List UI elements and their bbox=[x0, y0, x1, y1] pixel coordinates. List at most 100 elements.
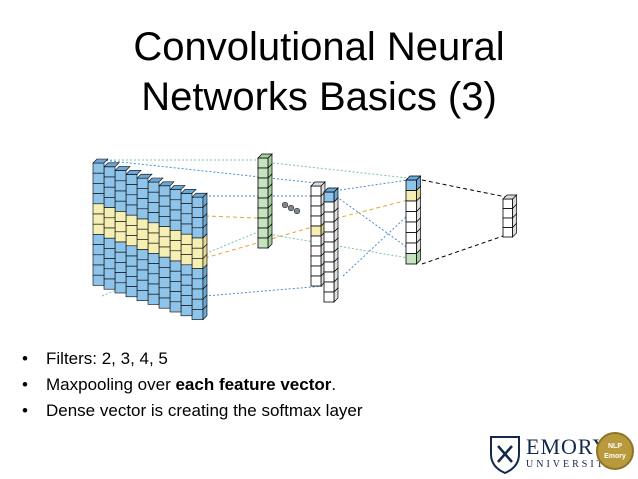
input-cell bbox=[180, 305, 193, 317]
input-cell bbox=[147, 232, 160, 244]
input-cell bbox=[125, 174, 138, 185]
input-cell bbox=[103, 258, 116, 270]
concat-cell bbox=[405, 211, 417, 223]
pooled-2-cell bbox=[323, 201, 335, 213]
pooled-2-cell bbox=[323, 251, 335, 263]
feature-map-cell-top bbox=[257, 153, 273, 159]
input-cell-side bbox=[202, 304, 208, 321]
bullet-text: Maxpooling over bbox=[46, 375, 176, 394]
feature-map-cell bbox=[257, 157, 269, 169]
input-cell bbox=[92, 223, 105, 235]
input-cell bbox=[147, 222, 160, 234]
input-cell bbox=[92, 213, 105, 225]
input-cell bbox=[147, 181, 160, 193]
slide-title-line-2: Networks Basics (3) bbox=[141, 75, 497, 119]
input-cell bbox=[147, 253, 160, 264]
ellipsis-dot bbox=[293, 207, 301, 215]
input-cell bbox=[180, 254, 193, 266]
input-cell bbox=[125, 245, 138, 257]
input-cell bbox=[158, 205, 171, 217]
input-cell bbox=[92, 274, 105, 286]
input-cell bbox=[103, 237, 116, 249]
input-cell bbox=[169, 230, 182, 241]
feature-map-cell bbox=[257, 167, 269, 179]
input-cell-top bbox=[136, 173, 153, 179]
input-cell bbox=[114, 231, 127, 243]
input-cell bbox=[147, 212, 160, 224]
input-cell bbox=[114, 241, 127, 253]
input-cell-top bbox=[147, 177, 164, 183]
badge-line-2: Emory bbox=[604, 453, 626, 460]
input-cell bbox=[191, 196, 204, 208]
input-cell bbox=[169, 219, 182, 231]
input-cell bbox=[169, 209, 182, 221]
input-cell bbox=[92, 172, 105, 184]
slide-title-line-1: Convolutional Neural bbox=[133, 25, 505, 69]
input-cell bbox=[114, 211, 127, 222]
feature-map-cell bbox=[257, 237, 269, 249]
input-cell bbox=[92, 244, 105, 256]
input-cell-top bbox=[103, 162, 120, 168]
input-cell bbox=[125, 235, 138, 247]
input-cell bbox=[158, 267, 171, 278]
input-cell bbox=[125, 225, 138, 236]
input-cell bbox=[147, 263, 160, 275]
pooled-2-cell bbox=[323, 241, 335, 253]
pooled-1-cell bbox=[310, 205, 322, 217]
input-cell bbox=[136, 218, 149, 230]
input-cell bbox=[136, 228, 149, 240]
softmax-cell-top bbox=[502, 194, 518, 200]
input-cell bbox=[92, 234, 105, 245]
input-cell bbox=[125, 255, 138, 267]
input-cell bbox=[180, 244, 193, 255]
concat-cell bbox=[405, 242, 417, 254]
softmax-cell bbox=[502, 217, 513, 228]
pooled-2-cell bbox=[323, 271, 335, 283]
pooled-1-cell bbox=[310, 275, 322, 287]
bullet-dot: • bbox=[22, 375, 28, 394]
emory-logo: EMORY UNIVERSITY NLP Emory bbox=[486, 432, 636, 478]
input-cell bbox=[136, 249, 149, 261]
input-cell bbox=[180, 213, 193, 225]
blue-dotted-line bbox=[329, 191, 409, 249]
ellipsis-dots bbox=[281, 201, 301, 215]
pooled-vector-2 bbox=[323, 187, 339, 303]
feature-map-cell bbox=[257, 217, 269, 229]
input-cell bbox=[191, 237, 204, 249]
input-cell bbox=[158, 195, 171, 207]
input-cell bbox=[180, 274, 193, 286]
black-dashed-line bbox=[421, 234, 507, 265]
input-cell-top bbox=[158, 181, 175, 187]
input-cell bbox=[136, 208, 149, 220]
logo-subtitle: UNIVERSITY bbox=[526, 459, 616, 470]
blue-dotted-line bbox=[342, 214, 409, 277]
input-cell bbox=[169, 199, 182, 211]
input-cell bbox=[191, 298, 204, 310]
bullet-bold-text: each feature vector bbox=[175, 375, 332, 394]
input-matrix bbox=[92, 158, 208, 321]
input-cell bbox=[191, 278, 204, 290]
badge-line-1: NLP bbox=[608, 443, 622, 450]
input-cell bbox=[158, 216, 171, 227]
input-cell bbox=[169, 291, 182, 303]
bullet-suffix: . bbox=[331, 375, 337, 394]
bullet-list: • Filters: 2, 3, 4, 5 • Maxpooling over … bbox=[22, 346, 363, 424]
softmax-layer bbox=[502, 194, 518, 238]
input-cell bbox=[169, 250, 182, 262]
input-cell bbox=[125, 286, 138, 298]
input-cell bbox=[114, 180, 127, 192]
input-cell bbox=[92, 264, 105, 276]
feature-map-cell bbox=[257, 177, 269, 189]
softmax-cell bbox=[502, 198, 513, 209]
softmax-cell bbox=[502, 227, 513, 238]
pooled-1-cell bbox=[310, 225, 322, 237]
bullet-item-maxpooling: • Maxpooling over each feature vector. bbox=[22, 372, 363, 398]
bullet-item-dense-vector: • Dense vector is creating the softmax l… bbox=[22, 398, 363, 424]
input-cell bbox=[191, 207, 204, 218]
input-cell bbox=[147, 191, 160, 203]
input-cell bbox=[92, 203, 105, 215]
pooled-vector-1 bbox=[310, 181, 326, 287]
ellipsis-dot bbox=[287, 204, 295, 212]
orange-dashed-line bbox=[204, 215, 259, 219]
green-dotted-line bbox=[272, 162, 409, 179]
